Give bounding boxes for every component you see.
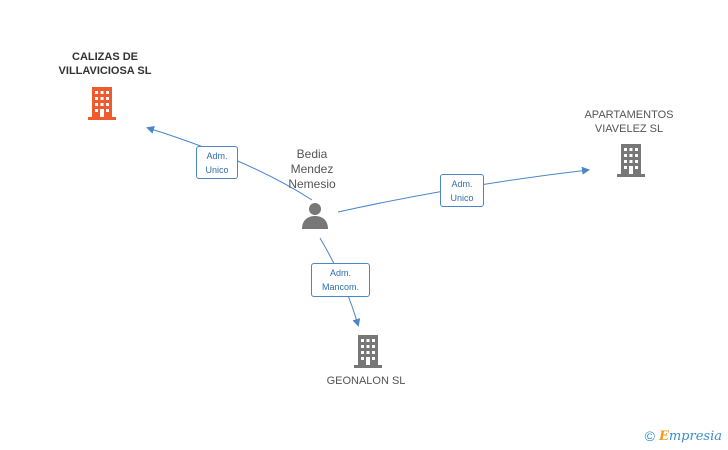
edge-to-calizas — [146, 125, 313, 201]
footer: © Empresia — [645, 428, 722, 444]
building-icon[interactable] — [86, 85, 118, 121]
role-badge-calizas[interactable]: Adm. Unico — [196, 146, 238, 179]
role-badge-apartamentos[interactable]: Adm. Unico — [440, 174, 484, 207]
brand-logo[interactable]: Empresia — [658, 428, 722, 444]
node-label-apartamentos[interactable]: APARTAMENTOS VIAVELEZ SL — [584, 109, 674, 135]
node-label-geonalon[interactable]: GEONALON SL — [326, 375, 406, 387]
node-label-person[interactable]: Bedia Mendez Nemesio — [288, 147, 336, 191]
node-label-calizas[interactable]: CALIZAS DE VILLAVICIOSA SL — [58, 51, 152, 77]
copyright-symbol: © — [644, 428, 655, 444]
building-icon[interactable] — [615, 142, 647, 178]
building-icon[interactable] — [352, 333, 384, 369]
role-badge-geonalon[interactable]: Adm. Mancom. — [311, 263, 370, 297]
person-icon[interactable] — [300, 200, 330, 230]
